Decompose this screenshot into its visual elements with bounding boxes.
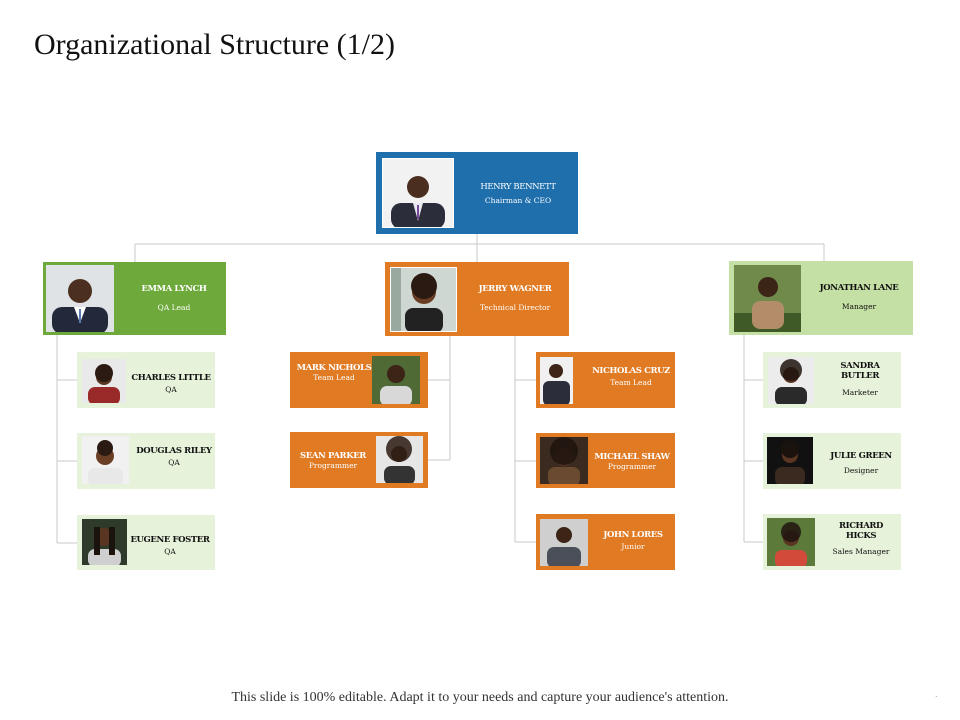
mark-nichols-role: Team Lead [313, 373, 355, 382]
page-title: Organizational Structure (1/2) [34, 28, 395, 61]
member-card-julie-green: JULIE GREEN Designer [763, 433, 901, 489]
john-lores-avatar [540, 519, 588, 566]
charles-little-avatar [82, 359, 126, 403]
emma-lynch-role: QA Lead [157, 303, 191, 312]
ceo-card: HENRY BENNETT Chairman & CEO [376, 152, 578, 234]
jerry-wagner-avatar [390, 267, 457, 332]
richard-hicks-avatar [767, 518, 815, 566]
eugene-foster-name: EUGENE FOSTER [130, 535, 210, 545]
member-card-sean-parker: SEAN PARKER Programmer [290, 432, 428, 488]
julie-green-name: JULIE GREEN [830, 451, 892, 461]
sandra-butler-name: SANDRA BUTLER [840, 361, 880, 381]
douglas-riley-avatar [82, 436, 129, 484]
jerry-wagner-role: Technical Director [479, 303, 551, 312]
jonathan-lane-role: Manager [841, 302, 877, 311]
head-card-right: JONATHAN LANE Manager [729, 261, 913, 335]
sean-parker-avatar [376, 436, 423, 483]
jonathan-lane-avatar [734, 265, 801, 332]
douglas-riley-name: DOUGLAS RILEY [136, 446, 212, 456]
emma-lynch-avatar [46, 265, 114, 332]
head-card-center: JERRY WAGNER Technical Director [385, 262, 569, 336]
member-card-nicholas-cruz: NICHOLAS CRUZ Team Lead [536, 352, 675, 408]
eugene-foster-role: QA [164, 547, 176, 556]
member-card-mark-nichols: MARK NICHOLS Team Lead [290, 352, 428, 408]
member-card-richard-hicks: RICHARD HICKS Sales Manager [763, 514, 901, 570]
sean-parker-role: Programmer [308, 461, 358, 470]
nicholas-cruz-avatar [540, 357, 573, 404]
eugene-foster-avatar [82, 519, 127, 565]
sean-parker-name: SEAN PARKER [300, 451, 366, 461]
member-card-eugene-foster: EUGENE FOSTER QA [77, 515, 215, 570]
emma-lynch-name: EMMA LYNCH [141, 284, 207, 294]
michael-shaw-name: MICHAEL SHAW [594, 452, 670, 462]
sandra-butler-avatar [768, 357, 814, 404]
mark-nichols-avatar [372, 356, 420, 404]
jonathan-lane-name: JONATHAN LANE [819, 283, 899, 293]
footer-mark: . [935, 690, 938, 699]
richard-hicks-role: Sales Manager [832, 547, 890, 556]
jerry-wagner-name: JERRY WAGNER [478, 284, 552, 294]
member-card-douglas-riley: DOUGLAS RILEY QA [77, 433, 215, 489]
julie-green-role: Designer [843, 466, 879, 475]
head-card-left: EMMA LYNCH QA Lead [43, 262, 226, 335]
ceo-role: Chairman & CEO [484, 196, 552, 205]
michael-shaw-avatar [540, 437, 588, 484]
sandra-butler-role: Marketer [842, 388, 878, 397]
douglas-riley-role: QA [168, 458, 180, 467]
charles-little-name: CHARLES LITTLE [131, 373, 211, 383]
member-card-sandra-butler: SANDRA BUTLER Marketer [763, 352, 901, 408]
mark-nichols-name: MARK NICHOLS [296, 363, 372, 373]
richard-hicks-name: RICHARD HICKS [838, 521, 884, 541]
michael-shaw-role: Programmer [607, 462, 657, 471]
nicholas-cruz-role: Team Lead [610, 378, 652, 387]
ceo-avatar [382, 158, 454, 228]
charles-little-role: QA [165, 385, 177, 394]
ceo-name: HENRY BENNETT [480, 182, 556, 192]
john-lores-name: JOHN LORES [603, 530, 663, 540]
footer-note: This slide is 100% editable. Adapt it to… [231, 690, 729, 705]
member-card-michael-shaw: MICHAEL SHAW Programmer [536, 433, 675, 488]
member-card-john-lores: JOHN LORES Junior [536, 514, 675, 570]
john-lores-role: Junior [621, 542, 645, 551]
julie-green-avatar [767, 437, 813, 484]
member-card-charles-little: CHARLES LITTLE QA [77, 352, 215, 408]
nicholas-cruz-name: NICHOLAS CRUZ [592, 366, 670, 376]
